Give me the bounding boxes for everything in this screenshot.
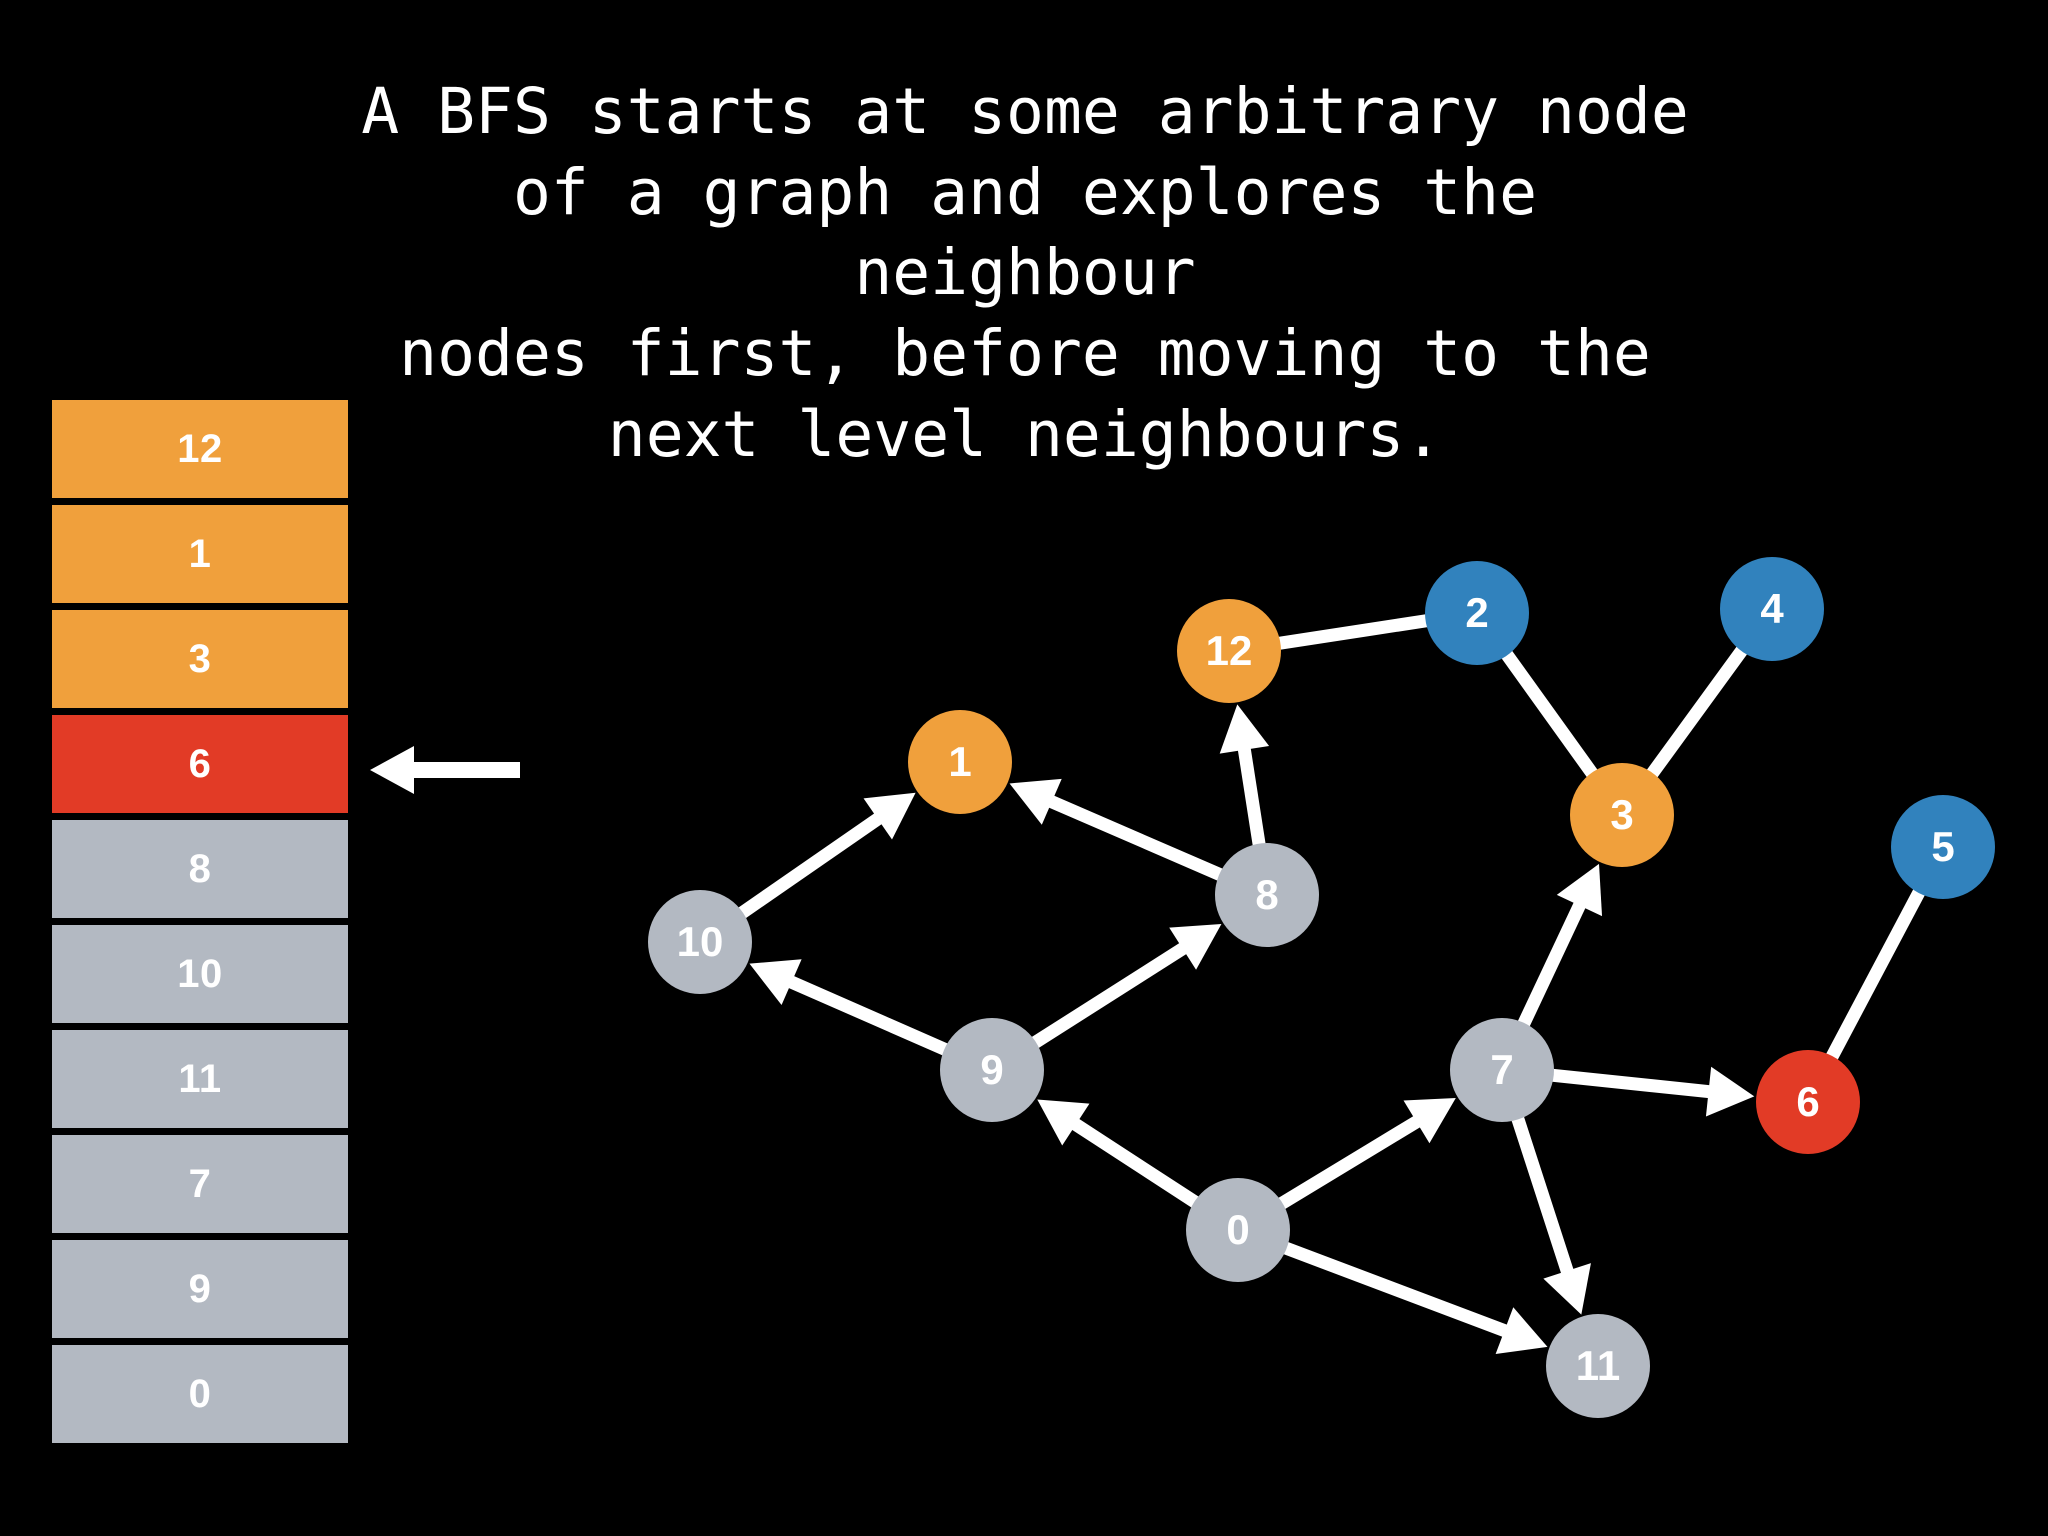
- queue-cell-label: 1: [188, 531, 212, 576]
- graph-edge-8-12: [1236, 741, 1266, 847]
- queue-cell-10[interactable]: 10: [52, 925, 348, 1023]
- graph-node-label: 2: [1465, 589, 1489, 636]
- graph-edge-12-2: [1277, 614, 1429, 650]
- graph-node-label: 12: [1205, 627, 1253, 674]
- queue-cell-0[interactable]: 0: [52, 1345, 348, 1443]
- queue-cell-label: 7: [188, 1161, 212, 1206]
- graph-node-11[interactable]: 11: [1546, 1314, 1650, 1418]
- queue-cell-8[interactable]: 8: [52, 820, 348, 918]
- graph-edge-9-8: [1030, 939, 1192, 1049]
- graph-edge-2-3: [1500, 649, 1599, 779]
- queue-cell-label: 12: [177, 426, 223, 471]
- graph-node-4[interactable]: 4: [1720, 557, 1824, 661]
- graph-edge-arrowhead-0-9: [1037, 1099, 1090, 1146]
- graph-edge-arrowhead-0-11: [1495, 1307, 1548, 1355]
- queue-cell-3[interactable]: 3: [52, 610, 348, 708]
- graph-node-label: 0: [1226, 1206, 1250, 1253]
- queue-cell-label: 6: [188, 741, 212, 786]
- page-title: A BFS starts at some arbitrary node of a…: [361, 75, 1689, 471]
- graph-node-0[interactable]: 0: [1186, 1178, 1290, 1282]
- queue-cell-label: 8: [188, 846, 212, 891]
- graph-node-label: 9: [980, 1046, 1004, 1093]
- graph-node-3[interactable]: 3: [1570, 763, 1674, 867]
- graph-node-label: 5: [1931, 823, 1955, 870]
- edge-layer: [737, 614, 1926, 1355]
- graph-edge-arrowhead-7-3: [1556, 863, 1603, 917]
- queue-pointer-arrow: [370, 746, 520, 794]
- graph-node-label: 6: [1796, 1078, 1820, 1125]
- graph-edge-arrowhead-7-6: [1705, 1066, 1755, 1117]
- graph-node-label: 3: [1610, 791, 1634, 838]
- graph-edge-9-10: [782, 973, 949, 1056]
- queue-cell-12[interactable]: 12: [52, 400, 348, 498]
- bfs-queue: 12 1 3 6 8 10 11 7 9 0: [52, 400, 348, 1450]
- graph-node-6[interactable]: 6: [1756, 1050, 1860, 1154]
- graph-edge-0-7: [1277, 1112, 1426, 1210]
- queue-cell-7[interactable]: 7: [52, 1135, 348, 1233]
- graph-node-label: 7: [1490, 1046, 1514, 1093]
- queue-cell-label: 0: [188, 1371, 212, 1416]
- graph-edge-5-6: [1825, 888, 1926, 1061]
- graph-node-label: 11: [1575, 1342, 1621, 1389]
- graph-edge-arrowhead-9-10: [749, 959, 802, 1006]
- graph-edge-8-1: [1042, 793, 1224, 882]
- graph-edge-arrowhead-9-8: [1169, 923, 1222, 970]
- graph-node-label: 8: [1255, 871, 1279, 918]
- graph-edge-arrowhead-0-7: [1403, 1097, 1456, 1144]
- graph-edge-arrowhead-8-1: [1009, 778, 1062, 825]
- graph-node-12[interactable]: 12: [1177, 599, 1281, 703]
- graph-edge-arrowhead-10-1: [863, 792, 916, 840]
- queue-cell-11[interactable]: 11: [52, 1030, 348, 1128]
- graph-edge-7-3: [1517, 896, 1589, 1028]
- queue-cell-label: 10: [177, 951, 223, 996]
- graph-node-10[interactable]: 10: [648, 890, 752, 994]
- graph-edge-0-9: [1066, 1115, 1200, 1209]
- queue-cell-label: 11: [178, 1056, 222, 1101]
- graph-node-9[interactable]: 9: [940, 1018, 1044, 1122]
- graph-node-label: 10: [676, 918, 724, 965]
- graph-edge-arrowhead-7-11: [1543, 1263, 1591, 1315]
- graph-node-5[interactable]: 5: [1891, 795, 1995, 899]
- graph-edge-4-3: [1646, 645, 1748, 779]
- queue-cell-1[interactable]: 1: [52, 505, 348, 603]
- graph-node-7[interactable]: 7: [1450, 1018, 1554, 1122]
- graph-edge-arrowhead-8-12: [1219, 704, 1270, 754]
- graph-edge-7-6: [1551, 1068, 1717, 1099]
- graph-edge-0-11: [1282, 1241, 1514, 1340]
- graph-node-8[interactable]: 8: [1215, 843, 1319, 947]
- graph-node-label: 4: [1760, 585, 1784, 632]
- graph-edge-10-1: [737, 809, 888, 919]
- graph-node-1[interactable]: 1: [908, 710, 1012, 814]
- queue-cell-6[interactable]: 6: [52, 715, 348, 813]
- graph-node-label: 1: [948, 738, 972, 785]
- queue-cell-9[interactable]: 9: [52, 1240, 348, 1338]
- graph-node-2[interactable]: 2: [1425, 561, 1529, 665]
- queue-cell-label: 9: [188, 1266, 212, 1311]
- queue-cell-label: 3: [188, 636, 212, 681]
- graph-edge-7-11: [1511, 1115, 1576, 1280]
